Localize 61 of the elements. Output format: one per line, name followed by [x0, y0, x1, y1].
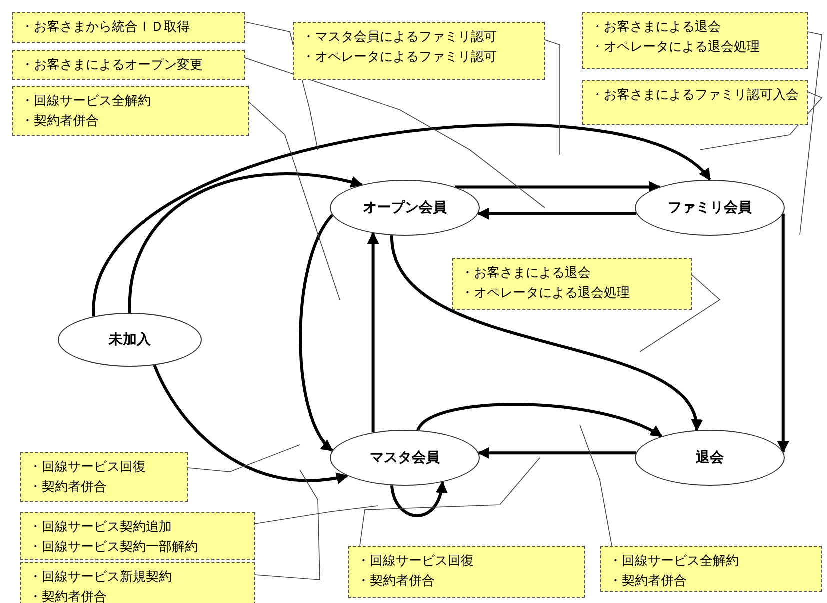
note-text: ・マスタ会員によるファミリ認可 — [302, 29, 497, 47]
leader-line — [800, 32, 822, 236]
leader-line — [254, 506, 378, 524]
leader-line — [254, 470, 320, 580]
note-box — [582, 80, 808, 125]
leader-line — [700, 92, 823, 150]
arrow — [299, 214, 334, 452]
note-box — [348, 546, 585, 598]
note-text: ・回線サービス契約一部解約 — [29, 539, 198, 557]
leader-line — [244, 58, 546, 208]
state-label: ファミリ会員 — [668, 199, 752, 217]
note-text: ・契約者併合 — [29, 479, 107, 497]
note-box — [600, 546, 822, 592]
note-text: ・回線サービス新規契約 — [29, 569, 172, 587]
state-label: オープン会員 — [363, 199, 447, 217]
note-text: ・オペレータによる退会処理 — [461, 285, 630, 303]
arrow — [477, 208, 637, 220]
note-text: ・契約者併合 — [609, 573, 687, 591]
note-text: ・回線サービス回復 — [357, 553, 474, 571]
arrow — [478, 447, 636, 460]
note-box — [293, 22, 545, 80]
arrow — [777, 214, 790, 454]
note-text: ・お客さまによる退会 — [461, 265, 591, 283]
note-text: ・オペレータによるファミリ認可 — [302, 49, 497, 67]
arrow — [367, 232, 380, 433]
arrow — [390, 481, 447, 518]
note-box — [12, 12, 245, 43]
arrow — [390, 235, 700, 432]
leader-line — [580, 424, 612, 546]
leader-line — [360, 458, 540, 546]
arrow — [92, 124, 711, 317]
note-text: ・契約者併合 — [29, 589, 107, 603]
note-box — [20, 512, 255, 560]
note-box — [452, 258, 692, 310]
note-text: ・回線サービス回復 — [29, 459, 146, 477]
state-label: マスタ会員 — [370, 449, 440, 467]
state-label: 未加入 — [109, 331, 151, 349]
note-box — [12, 86, 249, 136]
note-text: ・契約者併合 — [21, 113, 99, 131]
leader-line — [640, 274, 721, 352]
leader-line — [544, 40, 560, 156]
arrow — [416, 403, 663, 438]
note-text: ・契約者併合 — [357, 573, 435, 591]
note-text: ・オペレータによる退会処理 — [591, 39, 760, 57]
note-box — [20, 452, 188, 502]
note-text: ・お客さまによるオープン変更 — [21, 57, 203, 75]
note-text: ・回線サービス全解約 — [21, 93, 151, 111]
leader-line — [188, 444, 300, 472]
arrow — [128, 172, 364, 314]
note-text: ・お客さまによるファミリ認可入会 — [591, 87, 799, 105]
note-text: ・お客さまから統合ＩＤ取得 — [21, 19, 190, 37]
arrow — [455, 181, 662, 194]
note-text: ・回線サービス契約追加 — [29, 519, 172, 537]
note-text: ・回線サービス全解約 — [609, 553, 739, 571]
note-box — [582, 12, 808, 69]
state-label: 退会 — [696, 449, 724, 467]
note-box — [20, 562, 255, 603]
note-box — [12, 50, 245, 80]
arrow — [153, 364, 349, 484]
note-text: ・お客さまによる退会 — [591, 19, 721, 37]
leader-line — [248, 102, 340, 300]
